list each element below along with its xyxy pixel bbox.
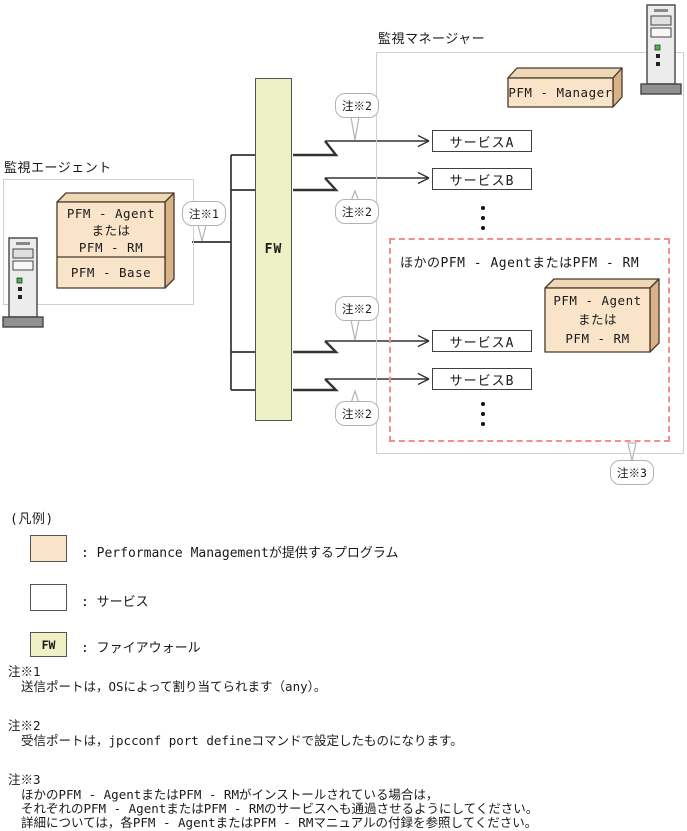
pfm-base-box-label: PFM - Base <box>70 265 152 280</box>
note1-title: 注※1 <box>8 664 41 679</box>
other-agents-area-label: ほかのPFM - AgentまたはPFM - RM <box>400 256 640 271</box>
monitoring-agent-label: 監視エージェント <box>4 161 112 176</box>
legend-label-firewall: : ファイアウォール <box>81 641 201 656</box>
firewall-column: FW <box>255 78 292 421</box>
note3-title: 注※3 <box>8 772 41 787</box>
legend-swatch-service <box>30 584 67 611</box>
callout-note2-4: 注※2 <box>335 401 379 426</box>
service-a-bottom-box: サービスA <box>432 330 532 352</box>
other-pfm-line1: PFM - Agent <box>553 293 642 308</box>
pfm-agent-line1: PFM - Agent <box>66 206 156 221</box>
pfm-agent-box-label: PFM - Agent または PFM - RM <box>57 205 165 256</box>
callout-note1: 注※1 <box>182 201 226 226</box>
note1-line1: 送信ポートは，OSによって割り当てられます（any）。 <box>21 679 327 694</box>
callout-tail-note3 <box>627 442 637 462</box>
legend-swatch-program <box>30 535 67 562</box>
legend-label-program: : Performance Managementが提供するプログラム <box>81 546 399 561</box>
callout-note2-3: 注※2 <box>335 296 379 321</box>
connection-lines <box>192 154 256 391</box>
firewall-label: FW <box>264 242 283 257</box>
tower-server-icon-manager <box>640 4 682 95</box>
note3-line1: ほかのPFM - AgentまたはPFM - RMがインストールされている場合は… <box>21 787 439 802</box>
note3-line2: それぞれのPFM - AgentまたはPFM - RMのサービスへも通過させるよ… <box>21 801 539 816</box>
ellipsis-dots-bottom <box>481 402 485 426</box>
pfm-agent-line2: または <box>91 223 131 238</box>
monitoring-agent-area <box>3 179 194 305</box>
callout-note3: 注※3 <box>610 460 654 485</box>
callout-tails <box>197 116 637 462</box>
service-a-top-box: サービスA <box>432 130 532 152</box>
icons-layer <box>2 4 682 328</box>
note2-line1: 受信ポートは，jpcconf port defineコマンドで設定したものになり… <box>21 733 463 748</box>
note2-title: 注※2 <box>8 718 41 733</box>
legend-title: (凡例) <box>10 512 54 527</box>
diagram-artwork <box>56 67 660 462</box>
pfm-agent-line3: PFM - RM <box>78 240 144 255</box>
other-agents-dashed-area <box>389 238 670 442</box>
tower-server-icon-agent <box>2 237 44 328</box>
legend-swatch-firewall-text: FW <box>41 637 56 652</box>
legend-swatch-firewall: FW <box>30 632 67 657</box>
other-pfm-line2: または <box>577 312 617 327</box>
ellipsis-dots-top <box>481 206 485 230</box>
callout-note2-1: 注※2 <box>335 93 379 118</box>
fw-arrows <box>293 134 430 392</box>
pfm-manager-3d-box <box>507 67 623 108</box>
other-pfm-agent-box-label: PFM - Agent または PFM - RM <box>545 291 650 348</box>
arrow-service-b-bottom <box>293 372 430 392</box>
service-b-bottom-box: サービスB <box>432 368 532 390</box>
other-pfm-line3: PFM - RM <box>565 331 630 346</box>
monitoring-manager-label: 監視マネージャー <box>378 32 486 47</box>
pfm-manager-box-label: PFM - Manager <box>508 85 613 100</box>
callout-note2-2: 注※2 <box>335 199 379 224</box>
other-pfm-agent-3d-box <box>544 278 660 353</box>
arrow-service-b-top <box>293 171 430 192</box>
legend-label-service: : サービス <box>81 595 149 610</box>
service-b-top-box: サービスB <box>432 168 532 190</box>
pfm-agent-3d-box <box>56 192 175 289</box>
arrow-service-a-top <box>293 134 430 157</box>
monitoring-manager-area <box>376 52 684 454</box>
note3-line3: 詳細については，各PFM - AgentまたはPFM - RMマニュアルの付録を… <box>21 815 538 830</box>
arrow-service-a-bottom <box>293 334 430 354</box>
